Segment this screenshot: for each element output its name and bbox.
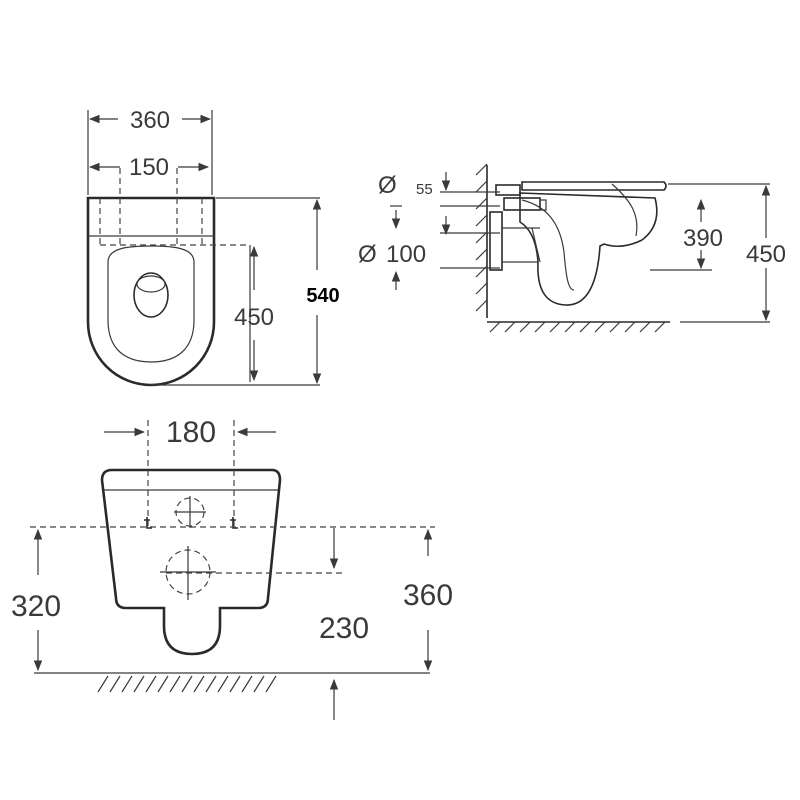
rear-inlet-height-label: 230 [319,612,369,645]
rear-mount-height-label: 360 [403,579,453,612]
side-body [519,192,658,306]
rear-body-outline [100,468,282,656]
top-width-inner-label: 150 [129,154,169,181]
top-view-inner-bowl [107,245,195,363]
top-view: 360 150 450 540 [86,107,340,387]
rear-outlet-height-label: 320 [11,590,61,623]
top-depth-total-label: 540 [306,285,339,307]
rear-view: 180 320 230 360 [11,416,453,720]
side-diameter-symbol-2: Ø [358,241,377,268]
side-inlet-diameter-label: 55 [416,181,433,198]
rear-mount-spacing-label: 180 [166,416,216,449]
side-outlet-height-label: 390 [683,225,723,252]
side-diameter-symbol-1: Ø [378,172,397,199]
rear-floor-hatch [97,675,277,693]
side-outlet-diameter-label: 100 [386,241,426,268]
top-width-outer-label: 360 [130,107,170,134]
top-depth-bowl-label: 450 [234,304,274,331]
side-seat [521,181,667,191]
side-rim-height-label: 450 [746,241,786,268]
side-view: Ø 55 Ø 100 390 450 [358,163,786,333]
